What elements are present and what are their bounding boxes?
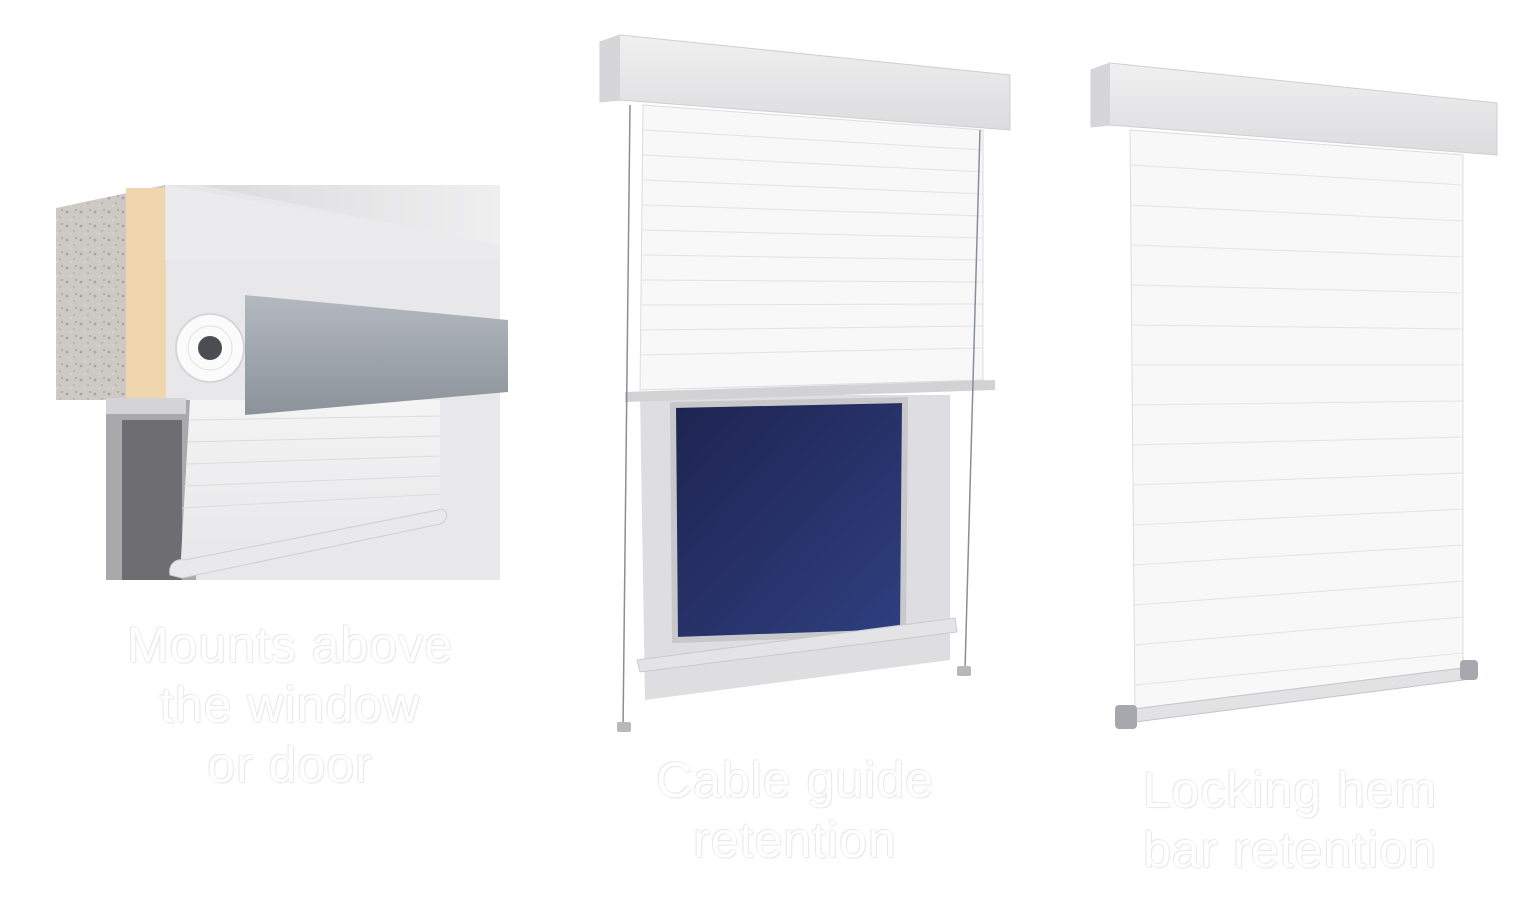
hem-lock-right — [1460, 660, 1478, 680]
caption-mount-line-2: the window — [159, 677, 421, 733]
caption-hem: Locking hem bar retention — [1090, 760, 1490, 880]
window-sill — [636, 617, 958, 673]
caption-cable-line-2: retention — [693, 812, 897, 868]
caption-cable-line-1: Cable guide — [656, 752, 934, 808]
caption-hem-line-2: bar retention — [1143, 822, 1437, 878]
caption-mount-line-1: Mounts above — [126, 617, 454, 673]
hem-bar — [625, 380, 995, 402]
shutter-curtain — [639, 104, 984, 391]
window-opening — [122, 420, 182, 580]
cable-anchor-left — [617, 722, 631, 732]
mount-cutaway-illustration — [50, 180, 510, 590]
hem-bar-illustration — [1085, 55, 1505, 745]
caption-mount: Mounts above the window or door — [90, 615, 490, 795]
cable-anchor-right — [957, 666, 971, 676]
guide-cable-right — [964, 129, 981, 671]
caption-cable: Cable guide retention — [600, 750, 990, 870]
caption-hem-line-1: Locking hem — [1142, 762, 1438, 818]
caption-mount-line-3: or door — [207, 737, 373, 793]
window-glass — [673, 400, 905, 640]
wood-frame — [126, 188, 166, 400]
hem-lock-left — [1115, 705, 1137, 729]
motor-axle — [198, 336, 222, 360]
guide-cable-left — [622, 104, 631, 731]
shutter-curtain — [180, 400, 440, 575]
housing-hood — [245, 295, 508, 415]
cable-guide-illustration — [585, 30, 1025, 750]
